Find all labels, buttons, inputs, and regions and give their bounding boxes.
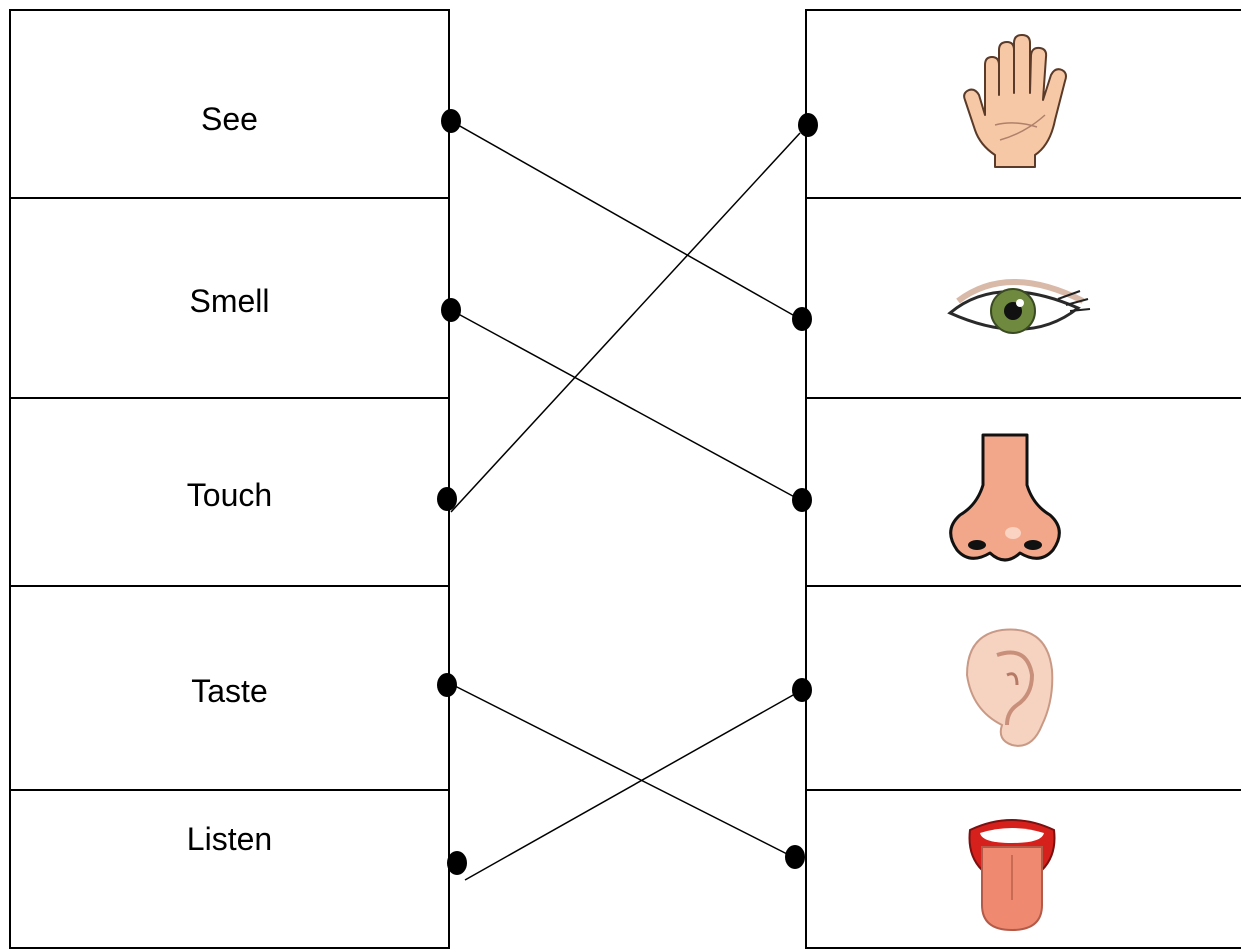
- right-dot-tongue[interactable]: [785, 845, 805, 869]
- right-dot-hand[interactable]: [798, 113, 818, 137]
- eye-icon: [950, 282, 1090, 333]
- nose-icon: [951, 435, 1060, 560]
- left-dot-taste[interactable]: [437, 673, 457, 697]
- left-dot-see[interactable]: [441, 109, 461, 133]
- left-dot-smell[interactable]: [441, 298, 461, 322]
- left-dot-touch[interactable]: [437, 487, 457, 511]
- match-line-see-eye: [451, 121, 800, 319]
- match-line-touch-hand: [451, 133, 800, 512]
- ear-icon: [967, 630, 1052, 746]
- match-line-smell-nose: [451, 310, 800, 500]
- left-dot-listen[interactable]: [447, 851, 467, 875]
- right-dot-nose[interactable]: [792, 488, 812, 512]
- right-dot-ear[interactable]: [792, 678, 812, 702]
- hand-icon: [964, 35, 1066, 167]
- match-line-listen-ear: [465, 690, 802, 880]
- right-dot-eye[interactable]: [792, 307, 812, 331]
- match-line-taste-tongue: [451, 684, 793, 857]
- tongue-icon: [970, 820, 1055, 930]
